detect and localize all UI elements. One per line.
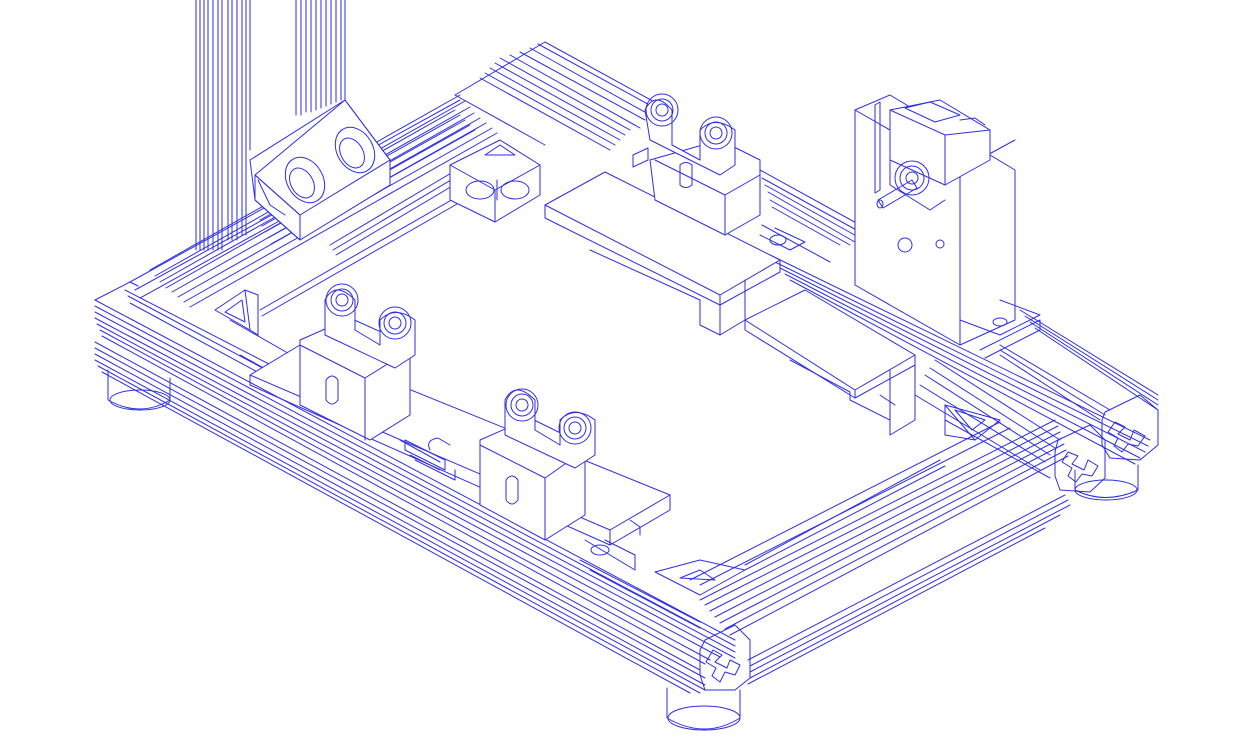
v-wheel-block-back[interactable] — [644, 93, 761, 236]
corner-bracket-back[interactable] — [449, 139, 541, 223]
carriage-plate-back[interactable] — [544, 147, 806, 336]
corner-bracket-left[interactable] — [214, 289, 259, 336]
right-extrusion — [769, 254, 1159, 479]
back-right-extrusion — [454, 41, 861, 263]
front-extrusion — [689, 419, 1071, 685]
extrusion-end-cap-front — [699, 624, 751, 691]
foot-back-left — [107, 369, 171, 411]
extrusion-end-cap-right-2 — [1101, 394, 1159, 461]
foot-front-right — [1074, 464, 1139, 501]
v-wheel-block-left[interactable] — [299, 283, 416, 441]
v-wheel-block-front[interactable] — [479, 388, 596, 541]
left-extrusion — [94, 99, 736, 694]
corner-bracket-front[interactable] — [654, 559, 746, 596]
corner-bracket-top[interactable] — [249, 99, 391, 241]
stepper-motor[interactable] — [889, 99, 991, 211]
corner-bracket-right[interactable] — [944, 404, 1001, 441]
motor-shaft — [876, 179, 918, 209]
foot-front-left — [666, 687, 741, 731]
vertical-extrusion — [195, 0, 346, 251]
carriage-plate-middle[interactable] — [744, 289, 916, 436]
extrusion-end-cap-right-1 — [1054, 424, 1106, 493]
